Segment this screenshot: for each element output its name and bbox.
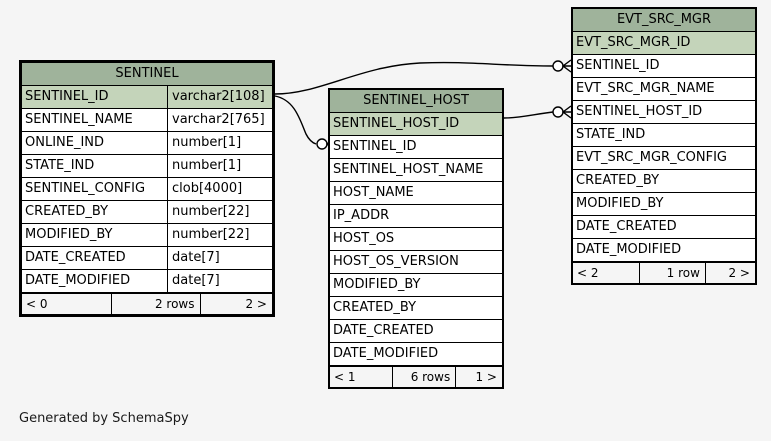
table-row[interactable]: ONLINE_IND number[1] <box>22 132 272 155</box>
column-name: IP_ADDR <box>333 208 390 223</box>
table-row[interactable]: STATE_IND <box>573 124 755 147</box>
next-page-link[interactable]: 2 > <box>728 266 750 280</box>
column-type: number[22] <box>167 224 272 246</box>
column-name: SENTINEL_ID <box>25 89 109 104</box>
table-title-evt-src-mgr: EVT_SRC_MGR <box>573 9 755 32</box>
edge-sentinel-host-to-evt-src-mgr <box>503 111 554 119</box>
table-row[interactable]: SENTINEL_ID <box>573 55 755 78</box>
column-name: DATE_CREATED <box>25 250 126 265</box>
table-row[interactable]: SENTINEL_HOST_ID <box>573 101 755 124</box>
column-name: STATE_IND <box>25 158 95 173</box>
table-row[interactable]: DATE_CREATED date[7] <box>22 247 272 270</box>
edge-sentinel-to-sentinel-host <box>274 95 317 145</box>
column-type: number[1] <box>167 132 272 154</box>
column-name: SENTINEL_NAME <box>25 112 133 127</box>
column-name: HOST_NAME <box>333 185 414 200</box>
table-row[interactable]: MODIFIED_BY <box>573 193 755 216</box>
row-count-label: 6 rows <box>393 367 457 387</box>
table-row[interactable]: CREATED_BY <box>330 297 502 320</box>
column-name: CREATED_BY <box>25 204 109 219</box>
column-name: EVT_SRC_MGR_NAME <box>576 81 715 96</box>
column-name: MODIFIED_BY <box>576 196 664 211</box>
next-page-link[interactable]: 1 > <box>475 370 497 384</box>
column-name: MODIFIED_BY <box>25 227 113 242</box>
table-row[interactable]: SENTINEL_HOST_ID <box>330 113 502 136</box>
table-title-sentinel: SENTINEL <box>22 63 272 86</box>
column-type: varchar2[108] <box>167 86 272 108</box>
column-name: SENTINEL_CONFIG <box>25 181 146 196</box>
prev-page-link[interactable]: < 1 <box>330 367 394 387</box>
next-page-link[interactable]: 2 > <box>245 297 267 311</box>
row-count-label: 1 row <box>640 263 706 283</box>
table-row[interactable]: EVT_SRC_MGR_ID <box>573 32 755 55</box>
column-name: HOST_OS <box>333 231 395 246</box>
table-sentinel-host[interactable]: SENTINEL_HOST SENTINEL_HOST_ID SENTINEL_… <box>328 88 504 389</box>
column-name: SENTINEL_HOST_ID <box>576 104 703 119</box>
column-type: date[7] <box>167 247 272 269</box>
column-name: MODIFIED_BY <box>333 277 421 292</box>
table-row[interactable]: MODIFIED_BY <box>330 274 502 297</box>
table-row[interactable]: IP_ADDR <box>330 205 502 228</box>
column-name: CREATED_BY <box>333 300 417 315</box>
table-row[interactable]: SENTINEL_ID varchar2[108] <box>22 86 272 109</box>
column-name: DATE_MODIFIED <box>333 346 439 361</box>
column-name: HOST_OS_VERSION <box>333 254 459 269</box>
table-row[interactable]: DATE_MODIFIED <box>573 239 755 262</box>
table-row[interactable]: SENTINEL_NAME varchar2[765] <box>22 109 272 132</box>
column-name: SENTINEL_ID <box>576 58 660 73</box>
column-name: DATE_CREATED <box>333 323 434 338</box>
row-count-label: 2 rows <box>112 294 201 314</box>
prev-page-link[interactable]: < 2 <box>573 263 640 283</box>
table-row[interactable]: STATE_IND number[1] <box>22 155 272 178</box>
column-type: varchar2[765] <box>167 109 272 131</box>
column-name: STATE_IND <box>576 127 646 142</box>
marker-crowsfoot-evt-host-id <box>561 105 572 119</box>
table-row[interactable]: DATE_CREATED <box>573 216 755 239</box>
table-title-sentinel-host: SENTINEL_HOST <box>330 90 502 113</box>
column-type: number[22] <box>167 201 272 223</box>
table-row[interactable]: CREATED_BY <box>573 170 755 193</box>
column-name: ONLINE_IND <box>25 135 105 150</box>
table-row[interactable]: SENTINEL_CONFIG clob[4000] <box>22 178 272 201</box>
table-row[interactable]: MODIFIED_BY number[22] <box>22 224 272 247</box>
table-row[interactable]: DATE_MODIFIED <box>330 343 502 366</box>
table-row[interactable]: HOST_NAME <box>330 182 502 205</box>
table-evt-src-mgr[interactable]: EVT_SRC_MGR EVT_SRC_MGR_ID SENTINEL_ID E… <box>571 7 757 285</box>
column-name: SENTINEL_HOST_NAME <box>333 162 484 177</box>
prev-page-link[interactable]: < 0 <box>22 294 112 314</box>
column-name: SENTINEL_ID <box>333 139 417 154</box>
marker-circle-evt-host-id <box>552 106 564 118</box>
column-type: date[7] <box>167 270 272 292</box>
marker-crowsfoot-evt-sentinel-id <box>561 59 572 73</box>
column-name: DATE_MODIFIED <box>576 242 682 257</box>
table-row[interactable]: DATE_MODIFIED date[7] <box>22 270 272 293</box>
table-footer: < 2 1 row 2 > <box>573 262 755 283</box>
table-row[interactable]: SENTINEL_ID <box>330 136 502 159</box>
table-row[interactable]: SENTINEL_HOST_NAME <box>330 159 502 182</box>
table-sentinel[interactable]: SENTINEL SENTINEL_ID varchar2[108] SENTI… <box>19 60 275 317</box>
column-name: DATE_MODIFIED <box>25 273 131 288</box>
column-name: EVT_SRC_MGR_CONFIG <box>576 150 728 165</box>
marker-circle-host-sentinel-id <box>316 138 328 150</box>
table-row[interactable]: HOST_OS <box>330 228 502 251</box>
table-footer: < 1 6 rows 1 > <box>330 366 502 387</box>
table-row[interactable]: CREATED_BY number[22] <box>22 201 272 224</box>
table-footer: < 0 2 rows 2 > <box>22 293 272 314</box>
marker-circle-evt-sentinel-id <box>552 60 564 72</box>
table-row[interactable]: HOST_OS_VERSION <box>330 251 502 274</box>
column-name: CREATED_BY <box>576 173 660 188</box>
column-name: EVT_SRC_MGR_ID <box>576 35 691 50</box>
column-name: DATE_CREATED <box>576 219 677 234</box>
column-type: number[1] <box>167 155 272 177</box>
column-name: SENTINEL_HOST_ID <box>333 116 460 131</box>
table-row[interactable]: EVT_SRC_MGR_CONFIG <box>573 147 755 170</box>
table-row[interactable]: DATE_CREATED <box>330 320 502 343</box>
table-row[interactable]: EVT_SRC_MGR_NAME <box>573 78 755 101</box>
column-type: clob[4000] <box>167 178 272 200</box>
generated-by-caption: Generated by SchemaSpy <box>19 411 189 426</box>
